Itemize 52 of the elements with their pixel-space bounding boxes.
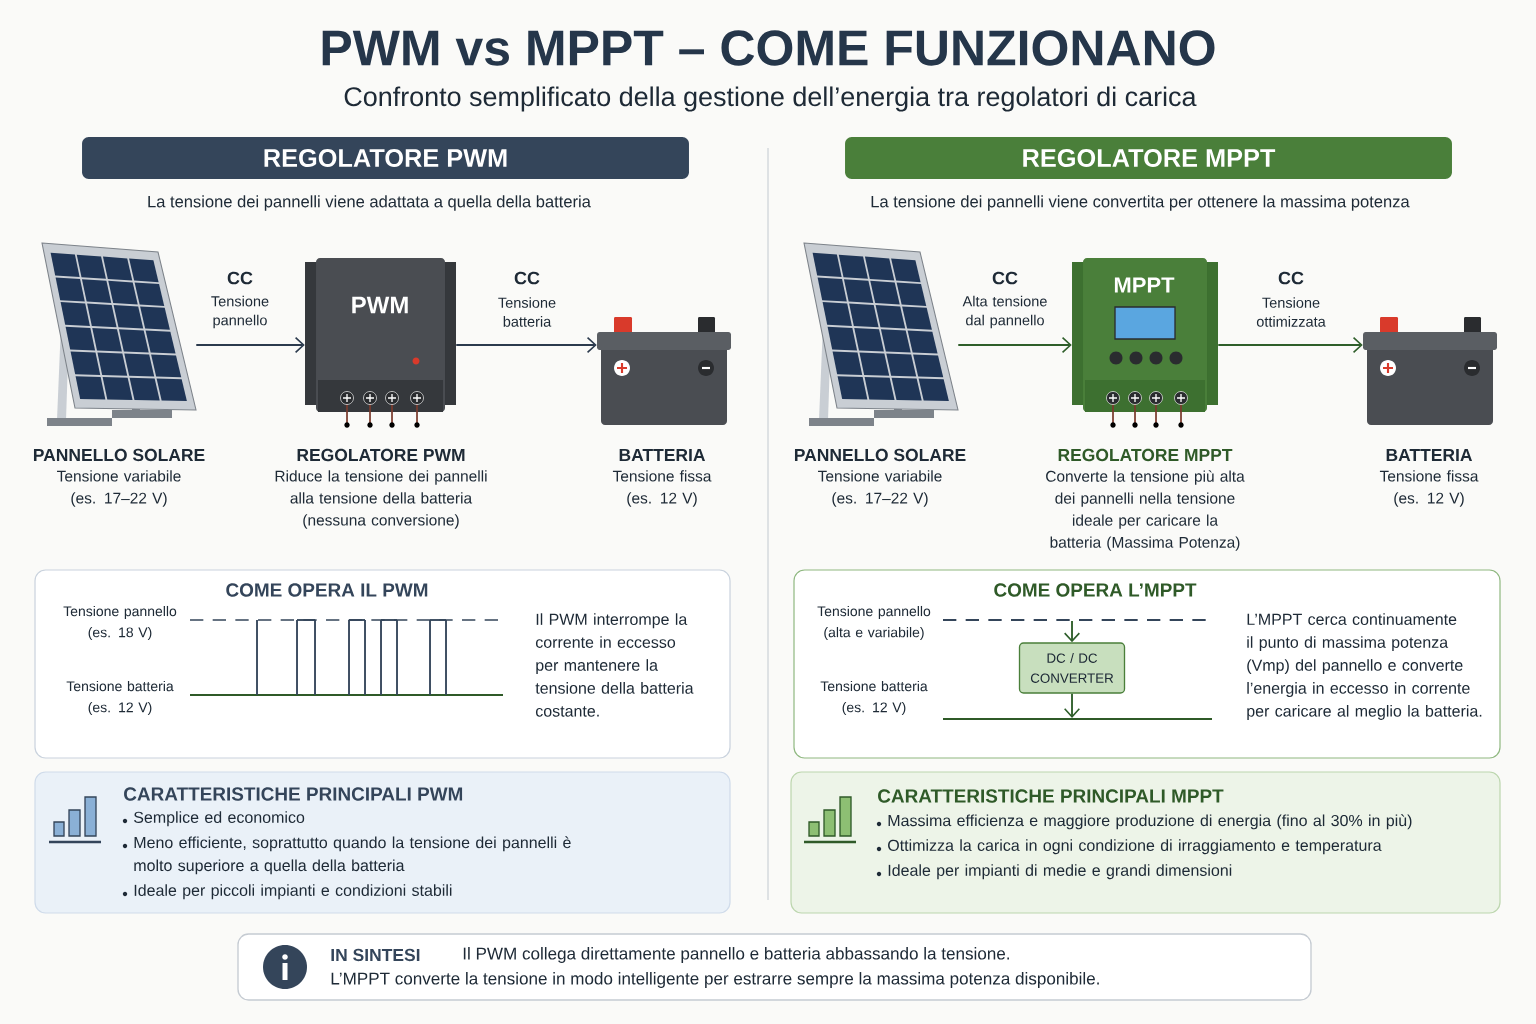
- flow-label: Alta tensione dal pannello: [962, 295, 1047, 329]
- axis-label: Tensione pannello (es. 18 V): [63, 605, 177, 641]
- edge-label: CC: [1276, 270, 1306, 286]
- panel-heading: COME OPERA L’MPPT: [994, 583, 1197, 597]
- converter-box: DC / DC CONVERTER: [1018, 642, 1126, 694]
- caption-heading: PANNELLO SOLARE: [795, 448, 966, 462]
- section-header: REGOLATORE MPPT: [845, 137, 1452, 179]
- flow-label: Tensione pannello: [211, 295, 269, 329]
- summary-text: Il PWM collega direttamente pannello e batteria abbassando la tensione.: [463, 947, 1009, 963]
- feature-heading: CARATTERISTICHE PRINCIPALI PWM: [124, 787, 463, 801]
- section-subtitle: La tensione dei pannelli viene convertita per ottenere la massima potenza: [871, 195, 1410, 211]
- caption-heading: BATTERIA: [619, 449, 706, 461]
- caption-text: Tensione variabile (es. 17–22 V): [57, 470, 181, 507]
- summary-text: L’MPPT converte la tensione in modo intelligente per estrarre sempre la massima potenza disponibile.: [331, 972, 1099, 988]
- caption-heading: REGOLATORE PWM: [297, 448, 465, 462]
- bullet-text: Massima efficienza e maggiore produzione di energia (fino al 30% in più): [888, 814, 1412, 830]
- section-subtitle: La tensione dei pannelli viene adattata a quella della batteria: [148, 195, 591, 211]
- bullet-text: Ottimizza la carica in ogni condizione di irraggiamento e temperatura: [888, 839, 1382, 855]
- bullet-text: Meno efficiente, soprattutto quando la tensione dei pannelli è molto superiore a quella della batteria: [134, 836, 571, 875]
- summary-heading: IN SINTESI: [331, 948, 420, 962]
- bullet-text: Ideale per piccoli impianti e condizioni stabili: [134, 884, 452, 900]
- subtitle: Confronto semplificato della gestione dell’energia tra regolatori di carica: [344, 86, 1197, 112]
- arrow: [957, 336, 1072, 354]
- arrow: [1063, 620, 1081, 643]
- axis-label: Tensione batteria (es. 12 V): [66, 680, 174, 716]
- caption-heading: BATTERIA: [1386, 449, 1473, 461]
- feature-heading: CARATTERISTICHE PRINCIPALI MPPT: [878, 789, 1224, 803]
- bullet-text: Semplice ed economico: [134, 811, 305, 827]
- caption-heading: REGOLATORE MPPT: [1058, 448, 1233, 462]
- flow-label: Tensione batteria: [498, 297, 556, 327]
- caption-text: Tensione fissa (es. 12 V): [612, 470, 712, 507]
- arrow: [1063, 692, 1081, 718]
- arrow: [1217, 336, 1363, 354]
- bullet-text: Ideale per impianti di medie e grandi dimensioni: [888, 864, 1232, 880]
- arrow: [195, 336, 305, 354]
- description-text: L’MPPT cerca continuamente il punto di massima potenza (Vmp) del pannello e converte l’energia in eccesso in corrente per caricare al meglio la batteria.: [1247, 613, 1482, 720]
- flow-label: Tensione ottimizzata: [1256, 297, 1326, 327]
- axis-label: Tensione pannello (alta e variabile): [817, 605, 931, 641]
- description-text: Il PWM interrompe la corrente in eccesso per mantenere la tensione della batteria costante.: [535, 613, 694, 717]
- caption-heading: PANNELLO SOLARE: [34, 448, 205, 462]
- section-header: REGOLATORE PWM: [82, 137, 689, 179]
- panel-heading: COME OPERA IL PWM: [226, 583, 428, 597]
- arrow: [455, 336, 597, 354]
- caption-text: Riduce la tensione dei pannelli alla tensione della batteria (nessuna conversione): [275, 470, 487, 529]
- edge-label: CC: [225, 270, 255, 286]
- title: PWM vs MPPT – COME FUNZIONANO: [322, 30, 1215, 66]
- edge-label: CC: [512, 270, 542, 286]
- caption-text: Tensione fissa (es. 12 V): [1379, 470, 1479, 507]
- edge-label: CC: [990, 270, 1020, 286]
- caption-text: Tensione variabile (es. 17–22 V): [818, 470, 942, 507]
- caption-text: Converte la tensione più alta dei pannelli nella tensione ideale per caricare la batteria (Massima Potenza): [1046, 470, 1245, 551]
- axis-label: Tensione batteria (es. 12 V): [820, 680, 928, 716]
